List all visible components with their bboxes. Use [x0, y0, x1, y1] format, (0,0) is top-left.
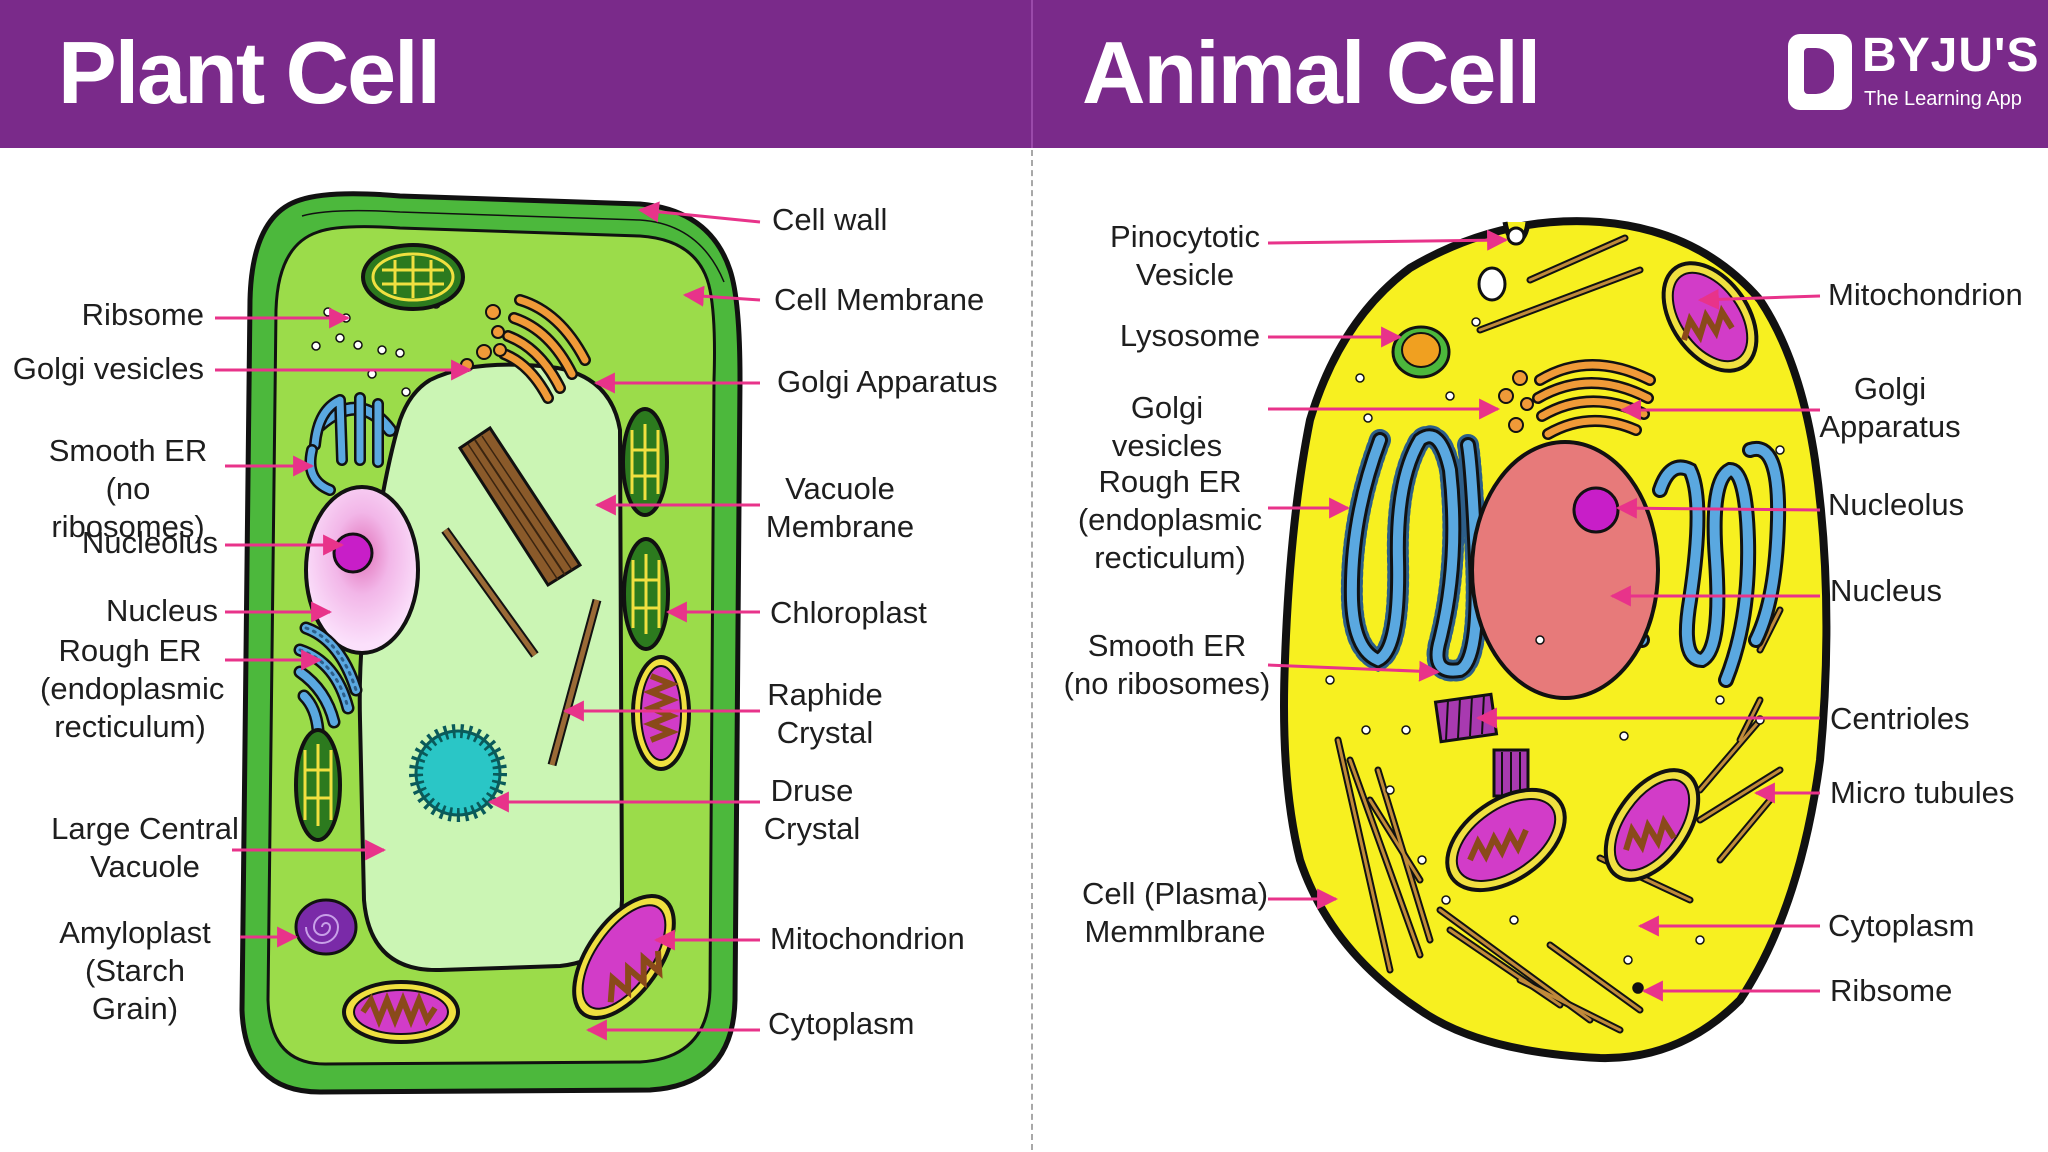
plant-label-vacuole-membrane: Vacuole Membrane: [765, 471, 915, 544]
plant-cell: [239, 191, 743, 1095]
plant-label-nucleus: Nucleus: [106, 593, 218, 628]
animal-golgi-apparatus: [1532, 359, 1656, 440]
animal-label-pinocytotic-vesicle: Pinocytotic Vesicle: [1110, 219, 1260, 292]
header-divider: [1031, 0, 1033, 148]
plant-druse-crystal: [409, 724, 507, 822]
animal-rough-er: [1340, 425, 1488, 682]
animal-label-golgi-apparatus: Golgi Apparatus: [1819, 371, 1961, 444]
animal-label-ribsome: Ribsome: [1830, 973, 1953, 1008]
plant-label-cell-wall: Cell wall: [772, 202, 888, 237]
animal-ribosomes: [1325, 317, 1785, 994]
plant-arrows: [215, 201, 761, 1041]
plant-label-chloroplast: Chloroplast: [770, 595, 927, 630]
animal-nucleolus: [1572, 486, 1620, 534]
logo-tagline: The Learning App: [1864, 88, 2022, 110]
plant-label-raphide-crystal: Raphide Crystal: [767, 677, 883, 750]
plant-label-rough-er: Rough ER (endoplasmic recticulum): [40, 633, 225, 744]
animal-lysosome: [1391, 325, 1451, 379]
plant-golgi-vesicles: [460, 304, 507, 372]
logo-icon: [1788, 34, 1852, 110]
plant-mitochondrion: [342, 655, 691, 1044]
plant-nucleus: [304, 485, 420, 655]
animal-label-smooth-er: Smooth ER (no ribosomes): [1063, 628, 1271, 701]
animal-label-rough-er: Rough ER (endoplasmic recticulum): [1077, 464, 1263, 575]
byjus-logo: BYJU'S The Learning App: [1788, 29, 2038, 124]
animal-cell: [1280, 217, 1831, 1063]
animal-label-nucleus: Nucleus: [1830, 573, 1942, 608]
animal-label-golgi-vesicles: Golgi vesicles: [1111, 390, 1223, 463]
plant-label-ribsome: Ribsome: [81, 297, 204, 332]
logo-name: BYJU'S: [1862, 29, 2040, 82]
plant-label-golgi-vesicles: Golgi vesicles: [12, 351, 204, 386]
animal-label-centrioles: Centrioles: [1830, 701, 1970, 736]
plant-cell-title: Plant Cell: [58, 23, 441, 122]
animal-label-cell-plasma-membrane: Cell (Plasma) Memmlbrane: [1081, 876, 1269, 949]
animal-cell-title: Animal Cell: [1082, 23, 1541, 122]
animal-label-cytoplasm: Cytoplasm: [1828, 908, 1975, 943]
animal-mitochondrion: [1445, 261, 1759, 893]
plant-large-vacuole: [357, 362, 625, 973]
animal-arrows: [1267, 229, 1821, 1002]
plant-label-cell-membrane: Cell Membrane: [774, 282, 985, 317]
plant-golgi-apparatus: [498, 294, 591, 404]
plant-label-large-central-vacuole: Large Central Vacuole: [51, 811, 239, 884]
plant-smooth-er: [304, 392, 397, 496]
plant-label-druse-crystal: Druse Crystal: [763, 773, 861, 846]
animal-label-micro-tubules: Micro tubules: [1830, 775, 2015, 810]
plant-raphide-crystal: [441, 425, 602, 767]
plant-chloroplast: [294, 243, 670, 842]
animal-label-mitochondrion: Mitochondrion: [1828, 277, 2023, 312]
plant-nucleolus: [332, 532, 374, 574]
plant-label-nucleolus: Nucleolus: [81, 525, 218, 560]
plant-label-amyloplast: Amyloplast (Starch Grain): [59, 915, 211, 1026]
plant-label-smooth-er: Smooth ER (no ribosomes): [48, 433, 208, 544]
header-bar: Plant Cell Animal Cell BYJU'S The Learni…: [0, 0, 2048, 148]
animal-golgi-vesicles: [1498, 370, 1534, 433]
plant-rough-er: [293, 621, 363, 737]
plant-label-golgi-apparatus: Golgi Apparatus: [777, 364, 998, 399]
animal-nucleus: [1470, 440, 1660, 700]
plant-amyloplast: [294, 898, 358, 956]
animal-label-lysosome: Lysosome: [1119, 318, 1261, 353]
center-divider: [1031, 150, 1033, 1150]
plant-label-cytoplasm: Cytoplasm: [768, 1006, 915, 1041]
animal-label-nucleolus: Nucleolus: [1828, 487, 1965, 522]
plant-label-mitochondrion: Mitochondrion: [770, 921, 965, 956]
